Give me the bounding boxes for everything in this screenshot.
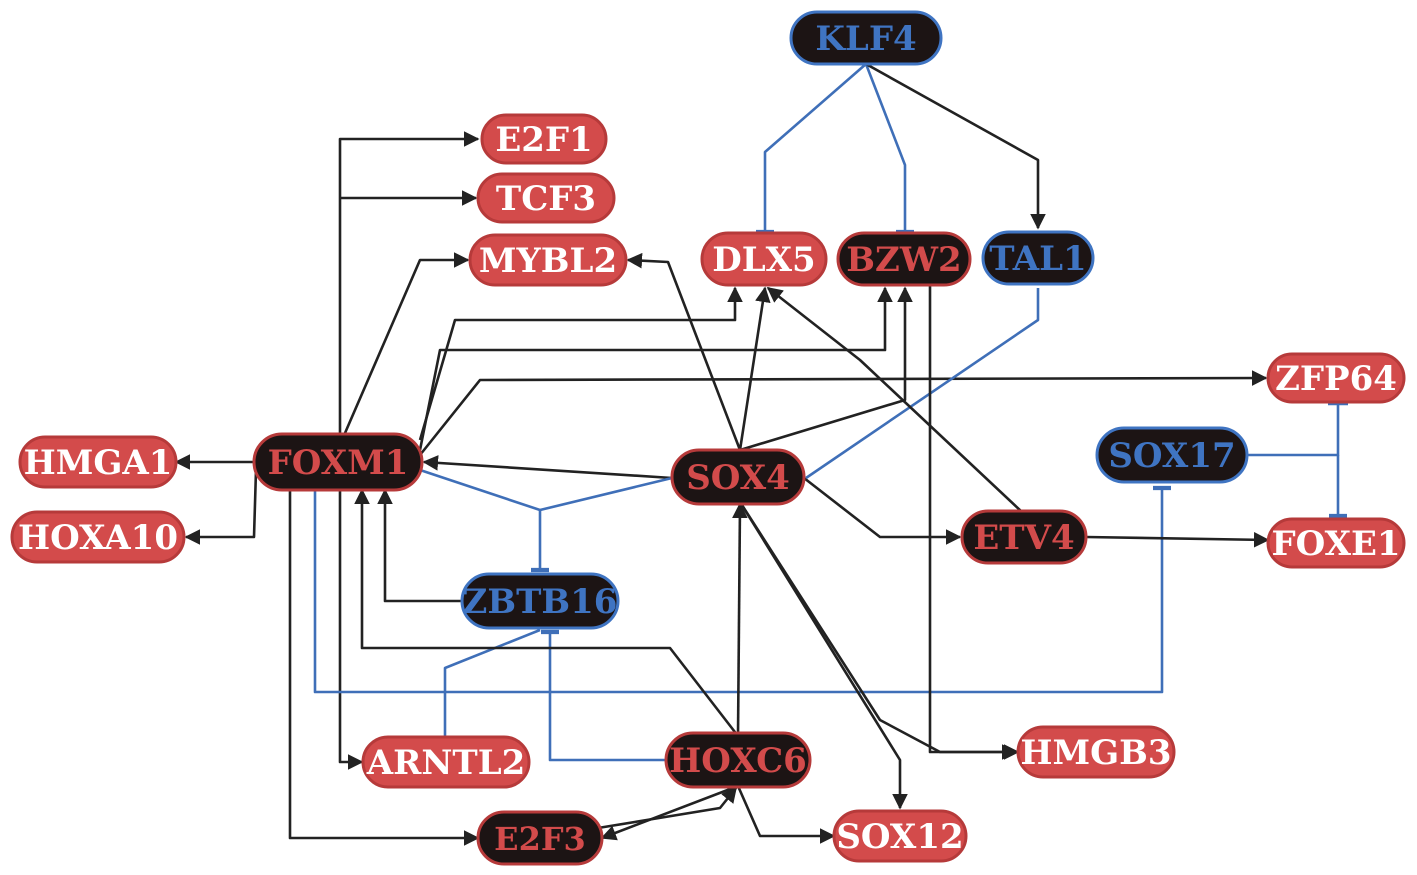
edge-zbtb16-arntl2 [435,628,541,741]
node-sox4: SOX4 [670,448,806,506]
node-hmgb3-label: HMGB3 [1020,733,1171,773]
node-tcf3-pill [476,172,616,224]
edge-hoxc6-zbtb16 [540,629,666,762]
node-tal1-label: TAL1 [989,239,1086,279]
node-dlx5-pill [700,231,828,287]
node-hmgb3-pill [1016,725,1176,779]
node-mybl2-label: MYBL2 [479,241,617,281]
edge-foxm1-zbtb16 [419,468,550,573]
node-dlx5-label: DLX5 [712,240,815,280]
node-hoxa10-label: HOXA10 [18,518,178,558]
edge-zbtb16-foxm1 [377,488,462,603]
node-mybl2-pill [468,233,628,287]
edge-foxm1-bzw2 [418,286,893,451]
edge-klf4-dlx5 [755,63,867,235]
node-foxm1: FOXM1 [252,432,424,492]
edge-foxm1-mybl2 [340,252,470,441]
node-etv4-label: ETV4 [973,518,1074,558]
node-hmgb3: HMGB3 [1016,725,1176,779]
node-klf4-pill [789,10,943,66]
edges-layer [174,62,1348,846]
node-e2f3-pill [476,810,604,866]
node-hmga1: HMGA1 [18,435,178,489]
edge-sox4-bzw2 [739,286,913,452]
edge-bzw2-hmgb3 [928,286,1018,760]
edge-foxm1-dlx5 [418,286,743,441]
node-foxm1-label: FOXM1 [268,443,409,483]
node-zbtb16-label: ZBTB16 [463,582,618,622]
node-sox17-label: SOX17 [1108,436,1235,476]
node-tcf3: TCF3 [476,172,616,224]
node-hoxa10: HOXA10 [10,510,186,564]
node-foxe1-pill [1266,517,1406,569]
node-sox4-pill [670,448,806,506]
edge-klf4-bzw2 [864,63,915,235]
node-hoxc6-pill [664,731,812,789]
edge-foxm1-e2f3 [288,490,480,846]
node-sox12-pill [832,809,968,863]
edge-sox4-etv4 [803,476,962,545]
node-bzw2-label: BZW2 [846,240,961,280]
node-sox17: SOX17 [1095,426,1249,484]
node-tcf3-label: TCF3 [496,179,596,219]
node-zfp64: ZFP64 [1266,352,1406,404]
node-sox17-pill [1095,426,1249,484]
node-bzw2: BZW2 [836,231,972,287]
edge-foxm1-zfp64 [418,370,1268,456]
edge-sox4-dlx5 [738,286,771,451]
node-arntl2: ARNTL2 [361,735,531,789]
node-e2f3-label: E2F3 [494,820,586,858]
node-zfp64-label: ZFP64 [1275,359,1397,399]
node-klf4-label: KLF4 [815,19,916,59]
edge-sox4-foxm1 [422,455,673,480]
node-dlx5: DLX5 [700,231,828,287]
node-e2f1-pill [480,113,608,165]
edge-sox4-mybl2 [626,252,742,451]
node-zfp64-pill [1266,352,1406,404]
node-foxm1-pill [252,432,424,492]
edge-hoxc6-e2f3 [600,784,739,841]
edge-sox4-zbtb16 [539,476,673,512]
node-hoxc6-label: HOXC6 [669,741,807,781]
edge-foxm1-e2f1 [338,131,480,440]
edge-klf4-tal1 [865,62,1046,230]
node-bzw2-pill [836,231,972,287]
edge-hoxc6-sox12 [736,785,836,844]
node-e2f1-label: E2F1 [495,120,592,160]
node-tal1-pill [981,230,1095,286]
edge-foxm1-arntl2 [338,490,364,770]
node-sox12-label: SOX12 [836,817,963,857]
node-hoxc6: HOXC6 [664,731,812,789]
node-hmga1-label: HMGA1 [24,443,173,483]
edge-sox4-sox12 [738,501,908,810]
edge-e2f3-hoxc6 [597,786,738,830]
node-sox12: SOX12 [832,809,968,863]
node-etv4-pill [960,509,1088,565]
node-foxe1-label: FOXE1 [1271,524,1400,564]
edge-tal1-sox4 [805,288,1040,480]
node-sox4-label: SOX4 [686,458,790,498]
edge-etv4-dlx5 [766,286,1023,513]
node-mybl2: MYBL2 [468,233,628,287]
edge-hoxc6-sox4 [732,502,748,737]
edge-zfp64-sox17 [1248,403,1340,457]
node-hmga1-pill [18,435,178,489]
node-arntl2-label: ARNTL2 [366,743,526,783]
node-klf4: KLF4 [789,10,943,66]
node-e2f1: E2F1 [480,113,608,165]
edge-hoxc6-foxm1 [354,488,740,737]
node-tal1: TAL1 [981,230,1095,286]
node-hoxa10-pill [10,510,186,564]
node-foxe1: FOXE1 [1266,517,1406,569]
node-arntl2-pill [361,735,531,789]
edge-etv4-foxe1 [1085,531,1270,548]
edge-foxm1-hoxa10 [184,469,258,545]
node-zbtb16-pill [460,572,620,630]
node-zbtb16: ZBTB16 [460,572,620,630]
node-etv4: ETV4 [960,509,1088,565]
node-e2f3: E2F3 [476,810,604,866]
